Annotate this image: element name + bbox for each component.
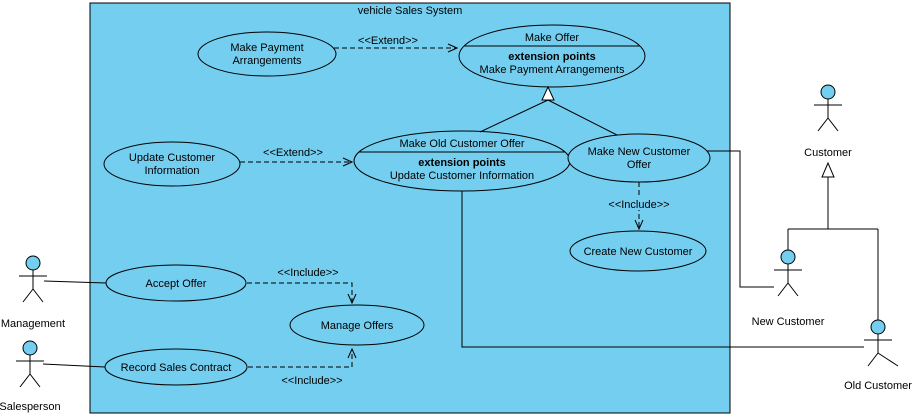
include-record-contract-to-manage-offers [248,349,352,368]
make-offer-ellipse[interactable] [458,24,646,88]
usecase-manage-offers[interactable]: Manage Offers [289,304,425,346]
usecase-make-offer[interactable]: Make Offer extension points Make Payment… [458,24,646,88]
old-customer-actor-label: Old Customer [844,380,912,392]
usecase-create-new-customer[interactable]: Create New Customer [569,230,707,272]
association-management-accept-offer [43,280,107,284]
make-old-customer-offer-extension-point: Update Customer Information [390,170,534,182]
update-customer-information-ellipse[interactable] [103,141,241,187]
old-customer-actor-body [864,334,899,367]
make-new-customer-offer-label: Make New Customer [588,146,691,158]
include-accept-offer-to-manage-offers [247,282,352,303]
include-label: <<Include>> [277,267,338,279]
usecase-accept-offer[interactable]: Accept Offer [105,264,247,302]
create-new-customer-ellipse[interactable] [569,230,707,272]
extend-label: <<Extend>> [263,147,323,159]
update-customer-information-label: Information [144,165,199,177]
make-new-customer-offer-label: Offer [627,159,652,171]
new-customer-actor-body [774,264,802,297]
include-label: <<Include>> [608,199,669,211]
management-actor-label: Management [1,318,65,330]
actor-salesperson[interactable]: Salesperson [0,340,61,413]
customer-actor-body [814,99,842,132]
usecase-make-new-customer-offer[interactable]: Make New Customer Offer [567,133,711,183]
make-payment-arrangements-ellipse[interactable] [197,31,337,77]
generalization-subcustomers-to-customer [787,177,879,320]
include-label-background [608,198,670,210]
generalization-arrowhead [541,85,555,101]
association-new-offer-new-customer [707,150,774,288]
make-offer-extension-points-heading: extension points [508,51,595,63]
management-actor-body [19,270,47,303]
make-offer-title: Make Offer [525,32,580,44]
management-actor-head[interactable] [25,255,41,271]
salesperson-actor-label: Salesperson [0,401,61,413]
usecase-make-payment-arrangements[interactable]: Make Payment Arrangements [197,31,337,77]
usecase-update-customer-information[interactable]: Update Customer Information [103,141,241,187]
actor-management[interactable]: Management [1,255,65,330]
old-customer-actor-head[interactable] [870,319,886,335]
actor-old-customer[interactable]: Old Customer [844,319,912,392]
include-label: <<Include>> [281,375,342,387]
make-offer-extension-point: Make Payment Arrangements [480,64,625,76]
actor-customer[interactable]: Customer [804,84,852,159]
make-old-customer-offer-extension-points-heading: extension points [418,157,505,169]
usecase-record-sales-contract[interactable]: Record Sales Contract [104,348,248,386]
generalization-new-offer-to-make-offer [547,99,618,136]
salesperson-actor-body [16,355,44,388]
make-new-customer-offer-ellipse[interactable] [567,133,711,183]
record-sales-contract-label: Record Sales Contract [121,362,232,374]
association-old-offer-old-customer [461,191,864,348]
usecase-make-old-customer-offer[interactable]: Make Old Customer Offer extension points… [353,130,571,192]
manage-offers-ellipse[interactable] [289,304,425,346]
manage-offers-label: Manage Offers [321,320,394,332]
salesperson-actor-head[interactable] [22,340,38,356]
make-payment-arrangements-label: Make Payment [230,42,303,54]
new-customer-actor-head[interactable] [780,249,796,265]
system-title: vehicle Sales System [358,5,463,17]
generalization-old-offer-to-make-offer [479,99,549,133]
update-customer-information-label: Update Customer [129,152,216,164]
customer-actor-label: Customer [804,147,852,159]
make-old-customer-offer-title: Make Old Customer Offer [399,138,524,150]
actor-new-customer[interactable]: New Customer [752,249,825,328]
make-payment-arrangements-label: Arrangements [232,55,302,67]
new-customer-actor-label: New Customer [752,316,825,328]
customer-actor-head[interactable] [820,84,836,100]
association-salesperson-record-contract [42,363,106,368]
extend-label: <<Extend>> [358,35,418,47]
create-new-customer-label: Create New Customer [584,246,693,258]
generalization-arrowhead [821,161,835,178]
accept-offer-label: Accept Offer [146,278,207,290]
